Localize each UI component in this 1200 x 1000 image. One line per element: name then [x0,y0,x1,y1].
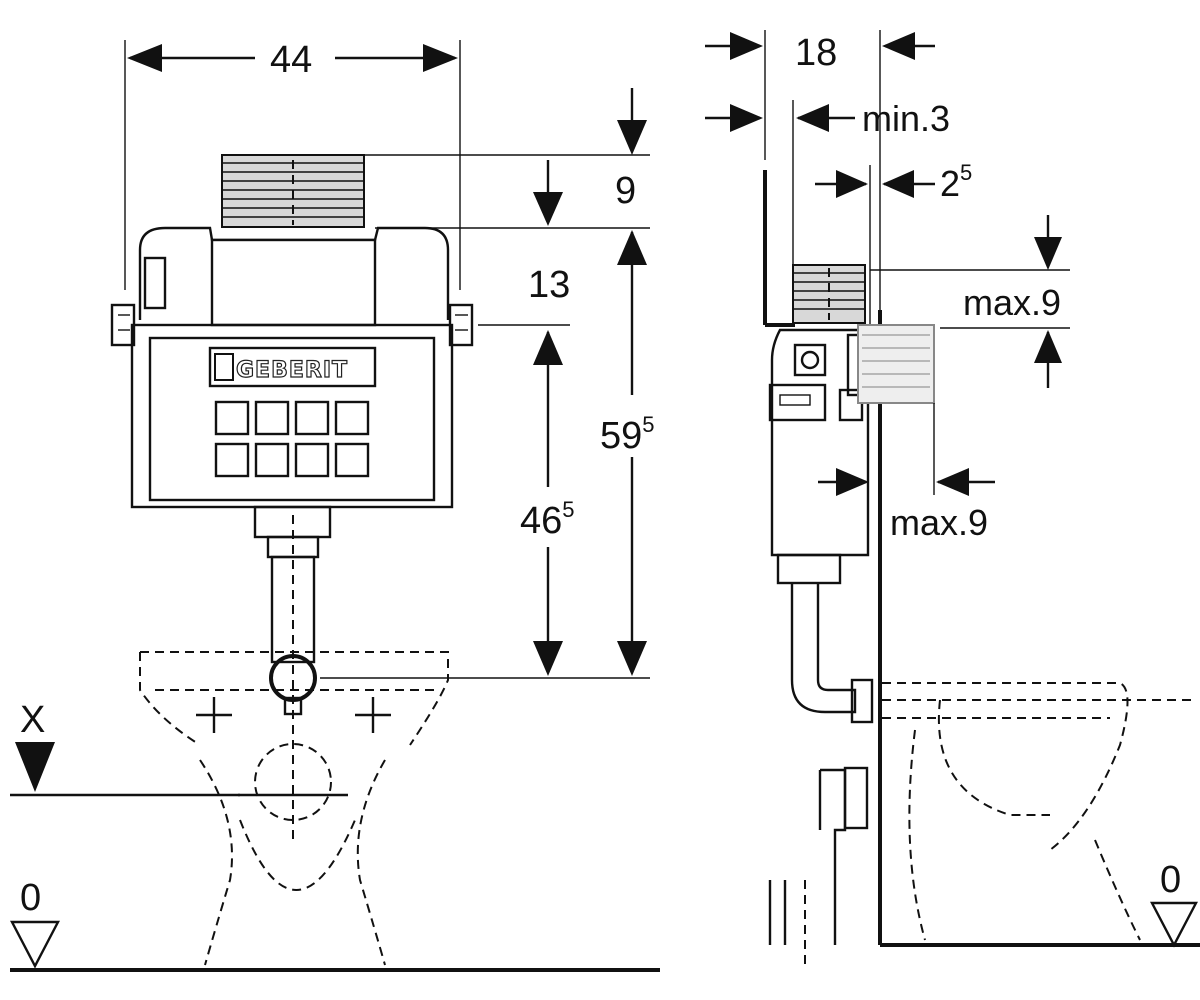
dimension-offset: 25 [815,160,972,325]
dimension-width: 44 [124,39,461,290]
x-level-label: X [20,699,45,741]
floor-level-marker-front: 0 [10,877,660,972]
brand-logo-text: GEBERIT [236,358,348,383]
brand-logo: GEBERIT [208,346,377,388]
dimension-total-label: 595 [600,412,655,457]
dimension-plate-depth: max.9 [818,468,995,543]
x-level-marker: X [10,699,240,797]
wc-bowl-side [768,682,1195,965]
wc-bowl-front [139,651,449,966]
dimension-top-label: 9 [615,170,636,212]
dimension-top-inlet: 9 [364,88,650,229]
cistern-side [768,264,874,724]
dimension-cistern-height: 465 [320,330,650,679]
dimension-min-gap: min.3 [705,98,950,265]
floor-level-label-front: 0 [20,877,41,919]
dimension-plate-depth-label: max.9 [890,502,988,543]
service-opening-grid [214,400,370,478]
dimension-plate-height-label: max.9 [963,282,1061,323]
dimension-cistern-label: 465 [520,497,575,542]
floor-level-label-side: 0 [1160,859,1181,901]
dimension-depth-label: 18 [795,32,837,74]
dimension-width-label: 44 [270,39,312,81]
dimension-upper-label: 13 [528,264,570,306]
cistern-body [110,226,474,509]
actuator-plate-side [857,324,935,495]
dimension-upper-section: 13 [478,264,570,326]
dimension-plate-height: max.9 [870,215,1070,388]
side-view: 18 min.3 25 [705,30,1200,965]
cistern-top-inlet [221,154,365,228]
dimension-total-height: 595 [598,230,678,676]
dimension-min-gap-label: min.3 [862,98,950,139]
flush-pipe-front [253,505,332,840]
dimension-offset-label: 25 [940,160,972,204]
front-view: 44 [10,39,678,972]
wall-side [763,170,1200,947]
floor-level-marker-side: 0 [1150,859,1198,948]
